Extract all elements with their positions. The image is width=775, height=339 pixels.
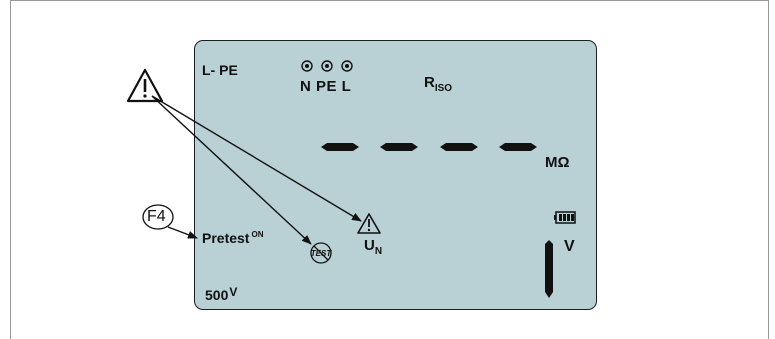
riso-subscript: ISO bbox=[434, 83, 453, 94]
leader-arrow-to-test-icon bbox=[151, 95, 312, 245]
un-subscript: N bbox=[374, 246, 383, 257]
terminal-l-dot-icon bbox=[341, 60, 353, 72]
reading-dashes bbox=[321, 143, 537, 151]
battery-icon bbox=[554, 211, 576, 224]
reading-dash-3 bbox=[440, 143, 478, 151]
volt-unit-label: V bbox=[564, 238, 575, 255]
leader-arrow-to-pretest bbox=[167, 226, 198, 239]
reading-unit-label: MΩ bbox=[545, 154, 570, 171]
warning-icon-callout bbox=[126, 68, 164, 103]
un-main: U bbox=[364, 237, 375, 254]
reading-dash-1 bbox=[321, 143, 359, 151]
terminal-pe-dot-icon bbox=[321, 60, 333, 72]
riso-main: R bbox=[424, 74, 435, 91]
f4-key-callout-label: F4 bbox=[147, 208, 166, 225]
warning-icon-small bbox=[357, 213, 381, 234]
terminal-dots-icon bbox=[301, 60, 353, 72]
mode-label: L- PE bbox=[202, 62, 238, 78]
test-voltage-unit: V bbox=[229, 285, 238, 299]
figure-frame bbox=[10, 0, 769, 339]
terminal-n-dot-icon bbox=[301, 60, 313, 72]
f4-callout-circle bbox=[142, 204, 174, 230]
test-disabled-icon: TEST bbox=[310, 242, 332, 264]
pretest-on-superscript: ON bbox=[251, 230, 264, 239]
un-label: UN bbox=[364, 237, 383, 257]
reading-dash-4 bbox=[499, 143, 537, 151]
frame-top-border bbox=[10, 0, 768, 1]
test-voltage-label: 500V bbox=[205, 285, 238, 303]
lcd-display bbox=[194, 40, 597, 310]
leader-arrow-to-warning-icon bbox=[151, 95, 362, 222]
pretest-text: Pretest bbox=[202, 230, 250, 246]
bargraph-segment bbox=[545, 240, 553, 298]
terminals-label: N PE L bbox=[300, 78, 352, 95]
reading-dash-2 bbox=[380, 143, 418, 151]
test-voltage-value: 500 bbox=[205, 287, 229, 303]
riso-label: RISO bbox=[424, 74, 453, 94]
